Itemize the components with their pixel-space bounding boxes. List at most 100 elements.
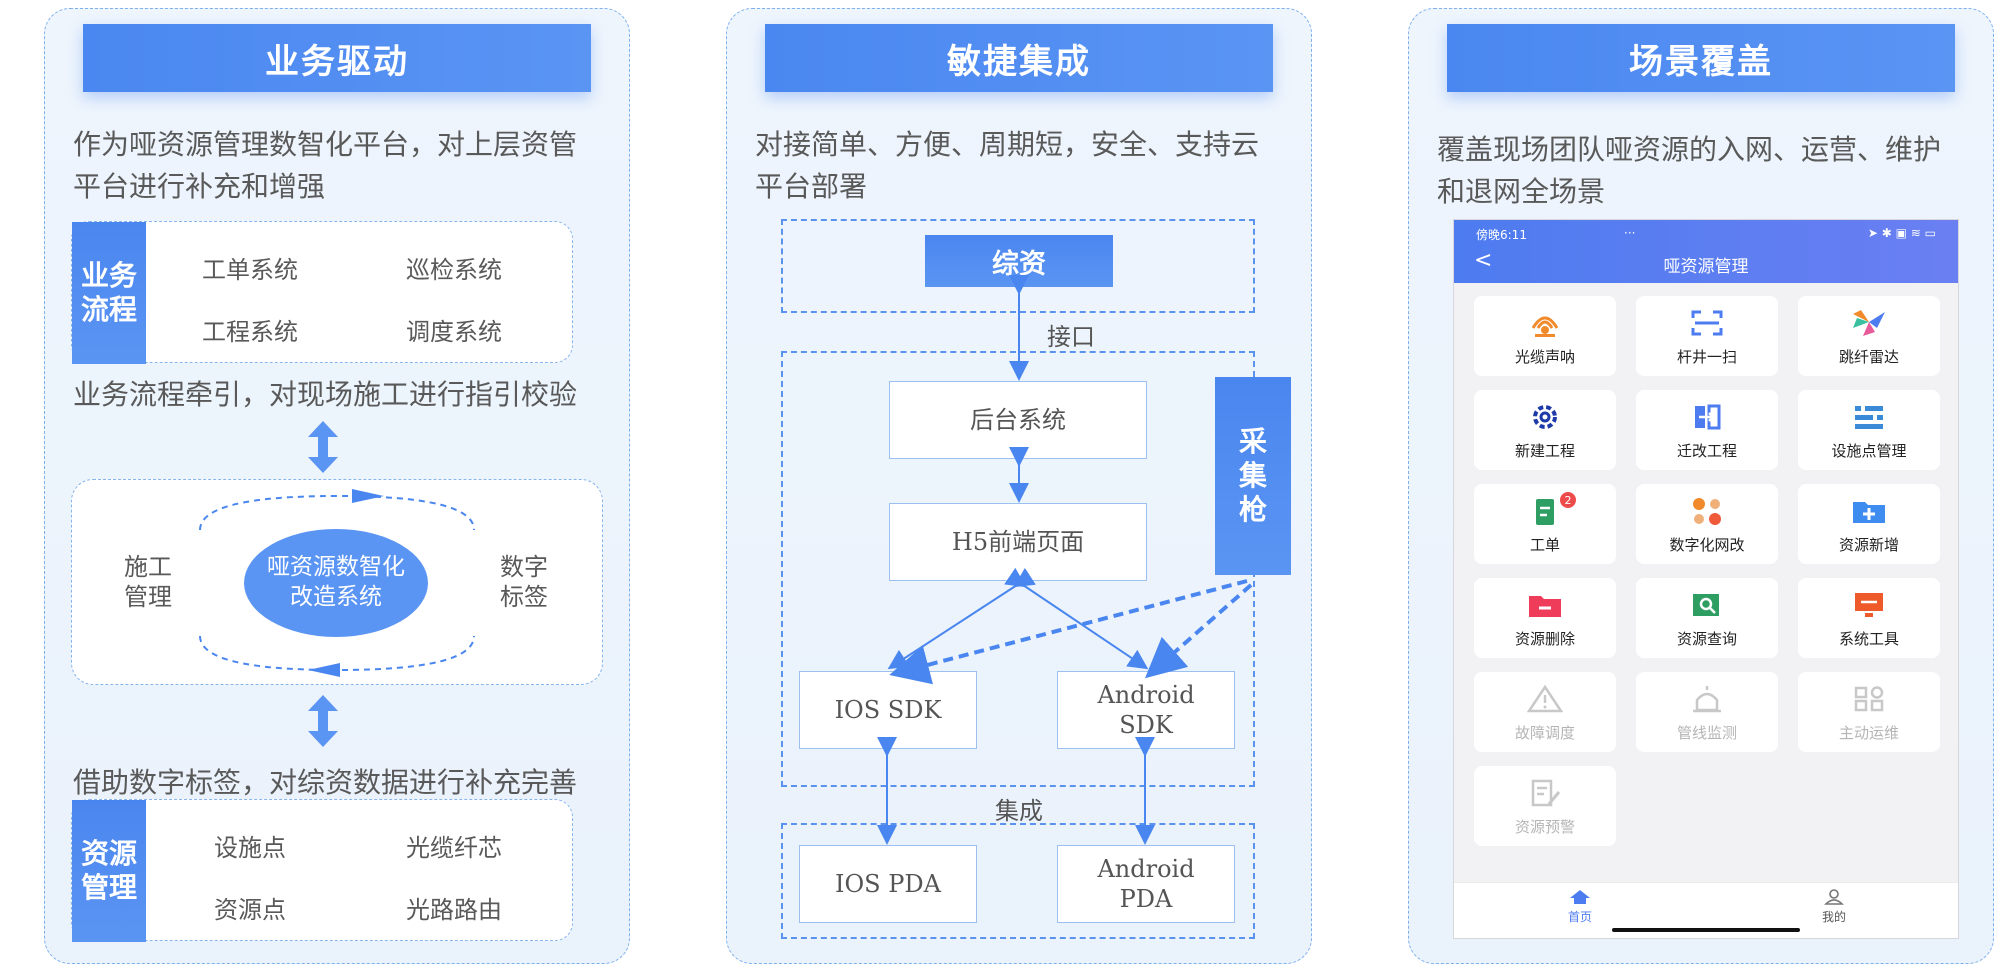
gear-icon	[1527, 402, 1563, 432]
interface-label: 接口	[1047, 323, 1095, 351]
scan-icon	[1689, 308, 1725, 338]
clipboard-icon	[1527, 496, 1563, 526]
resource-item: 光缆纤芯	[406, 834, 502, 862]
ios-pda-box: IOS PDA	[799, 845, 977, 923]
integration-label: 集成	[995, 797, 1043, 825]
panel-description: 覆盖现场团队哑资源的入网、运营、维护和退网全场景	[1437, 133, 1942, 208]
function-tile-label: 数字化网改	[1669, 536, 1745, 554]
function-tile[interactable]: 系统工具	[1798, 578, 1940, 658]
double-arrow-icon	[308, 421, 338, 473]
radar-icon	[1851, 308, 1887, 338]
edit-doc-icon	[1527, 778, 1563, 808]
resource-management-box: 资源管理 设施点 光缆纤芯 资源点 光路路由	[71, 799, 573, 942]
panel-title: 业务驱动	[83, 24, 591, 92]
function-tile-label: 光缆声呐	[1514, 348, 1575, 366]
function-tile[interactable]: 迁改工程	[1636, 390, 1778, 470]
function-tile-label: 资源删除	[1514, 630, 1575, 648]
tab-mine-label: 我的	[1821, 910, 1846, 924]
digital-tag-label: 数字标签	[500, 553, 548, 611]
home-indicator	[1612, 928, 1800, 932]
function-tile-label: 故障调度	[1514, 724, 1575, 742]
panel-title: 场景覆盖	[1447, 24, 1955, 92]
resource-item: 资源点	[214, 896, 286, 924]
panel-agile-integration: 敏捷集成 对接简单、方便、周期短，安全、支持云平台部署 综资 接口 后台系统 H…	[726, 8, 1312, 964]
home-icon	[1570, 890, 1590, 904]
tab-home-label: 首页	[1567, 910, 1592, 924]
folder-add-icon	[1851, 496, 1887, 526]
function-tile-label: 资源新增	[1838, 536, 1899, 554]
tab-mine[interactable]: 我的	[1804, 889, 1864, 925]
function-tile-label: 系统工具	[1838, 630, 1899, 648]
function-tile[interactable]: 故障调度	[1474, 672, 1616, 752]
system-item: 巡检系统	[406, 256, 502, 284]
function-tile[interactable]: 资源新增	[1798, 484, 1940, 564]
cycle-arrows	[199, 489, 475, 677]
function-tile[interactable]: 资源预警	[1474, 766, 1616, 846]
cycle-box: 施工管理 哑资源数智化改造系统 数字标签	[71, 479, 603, 685]
notification-badge: 2	[1560, 492, 1576, 508]
function-tile-label: 设施点管理	[1831, 442, 1907, 460]
backend-system-box: 后台系统	[889, 381, 1147, 459]
system-item: 调度系统	[406, 318, 502, 346]
business-process-tag: 业务流程	[72, 222, 146, 364]
phone-screenshot: 傍晚6:11 ··· ➤ ✱ ▣ ≋ ▭ < 哑资源管理 光缆声呐 杆井一扫跳纤雷…	[1453, 219, 1959, 939]
status-time: 傍晚6:11	[1476, 228, 1527, 242]
function-tile-label: 主动运维	[1838, 724, 1899, 742]
grid-icon	[1851, 684, 1887, 714]
function-tile[interactable]: 资源删除	[1474, 578, 1616, 658]
app-header: 傍晚6:11 ··· ➤ ✱ ▣ ≋ ▭ < 哑资源管理	[1454, 220, 1958, 283]
function-tile[interactable]: 新建工程	[1474, 390, 1616, 470]
function-tile-label: 工单	[1529, 536, 1560, 554]
function-tile-label: 资源查询	[1676, 630, 1737, 648]
system-item: 工程系统	[202, 318, 298, 346]
back-button[interactable]: <	[1474, 248, 1493, 273]
business-process-box: 业务流程 工单系统 巡检系统 工程系统 调度系统	[71, 221, 573, 364]
function-tile[interactable]: 杆井一扫	[1636, 296, 1778, 376]
double-arrow-icon	[308, 695, 338, 747]
system-item: 工单系统	[202, 256, 298, 284]
device-container	[781, 823, 1255, 939]
search-icon	[1689, 590, 1725, 620]
function-tile-label: 管线监测	[1676, 724, 1737, 742]
bottom-tab-bar: 首页 我的	[1454, 882, 1958, 938]
folder-remove-icon	[1527, 590, 1563, 620]
android-pda-box: Android PDA	[1057, 845, 1235, 923]
status-icons: ➤ ✱ ▣ ≋ ▭	[1867, 226, 1936, 240]
resource-item: 光路路由	[406, 896, 502, 924]
function-tile[interactable]: 数字化网改	[1636, 484, 1778, 564]
facility-icon	[1851, 402, 1887, 432]
monitor-icon	[1851, 590, 1887, 620]
function-tile[interactable]: 设施点管理	[1798, 390, 1940, 470]
data-complete-text: 借助数字标签，对综资数据进行补充完善	[73, 766, 578, 799]
app-title: 哑资源管理	[1663, 257, 1749, 277]
panel-scenario-coverage: 场景覆盖 覆盖现场团队哑资源的入网、运营、维护和退网全场景 傍晚6:11 ···…	[1408, 8, 1994, 964]
status-more: ···	[1624, 226, 1636, 240]
tab-home[interactable]: 首页	[1550, 889, 1610, 925]
h5-frontend-box: H5前端页面	[889, 503, 1147, 581]
migrate-icon	[1689, 402, 1725, 432]
function-tile[interactable]: 跳纤雷达	[1798, 296, 1940, 376]
panel-description: 对接简单、方便、周期短，安全、支持云平台部署	[755, 128, 1260, 203]
ios-sdk-box: IOS SDK	[799, 671, 977, 749]
construction-management-label: 施工管理	[124, 553, 172, 611]
alarm-icon	[1689, 684, 1725, 714]
function-tile-label: 资源预警	[1514, 818, 1575, 836]
dots-icon	[1689, 496, 1725, 526]
function-tile-label: 新建工程	[1514, 442, 1575, 460]
function-tile[interactable]: 2 工单	[1474, 484, 1616, 564]
panel-description: 作为哑资源管理数智化平台，对上层资管平台进行补充和增强	[73, 128, 578, 203]
function-tile[interactable]: 管线监测	[1636, 672, 1778, 752]
resource-item: 设施点	[214, 834, 286, 862]
integrated-resources-block: 综资	[925, 235, 1113, 287]
function-tile-label: 迁改工程	[1676, 442, 1737, 460]
scanner-gun-block: 采集枪	[1215, 377, 1291, 575]
panel-title: 敏捷集成	[765, 24, 1273, 92]
function-tile[interactable]: 光缆声呐	[1474, 296, 1616, 376]
sonar-icon	[1527, 308, 1563, 338]
resource-management-tag: 资源管理	[72, 800, 146, 942]
android-sdk-box: Android SDK	[1057, 671, 1235, 749]
function-tile[interactable]: 资源查询	[1636, 578, 1778, 658]
user-icon	[1824, 889, 1844, 905]
function-tile[interactable]: 主动运维	[1798, 672, 1940, 752]
core-system-label: 哑资源数智化改造系统	[267, 554, 405, 610]
